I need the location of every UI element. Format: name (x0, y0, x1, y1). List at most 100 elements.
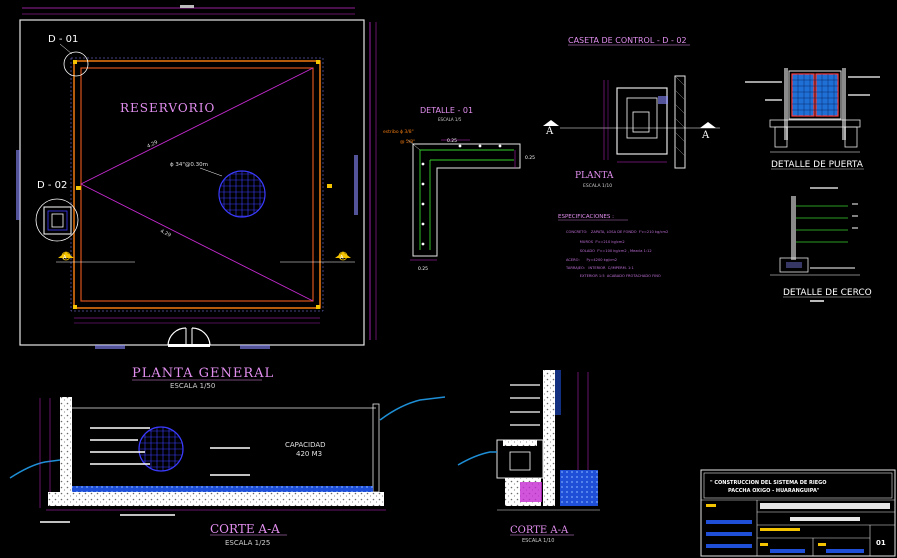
caseta-planta-scale: ESCALA 1/10 (583, 183, 612, 189)
detalle01-d3: 0.25 (418, 266, 428, 272)
detalle01-note1: estribo ϕ 3/8" (383, 129, 414, 135)
d01-marker-circle (63, 51, 89, 77)
caseta-box-outer (616, 87, 668, 155)
tb-blue-field (706, 520, 752, 524)
detalle01-d1: 0.25 (447, 138, 457, 144)
caseta-box-inner (626, 97, 658, 139)
door-frame (788, 70, 842, 120)
plan-top-dim-text (180, 5, 194, 8)
section-base-slab (48, 492, 384, 506)
project-line-1: " CONSTRUCCION DEL SISTEMA DE RIEGO (710, 480, 827, 486)
tb-yellow-field (760, 528, 800, 531)
reservoir-label: RESERVORIO (120, 101, 215, 115)
detalle-cerco-view: DETALLE DE CERCO (770, 187, 872, 302)
wall-hatch (674, 117, 686, 129)
specs-line: MUROS F'c=210 kg/cm2 (566, 240, 625, 244)
specifications-block: ESPECIFICACIONES : CONCRETO: ZAPATA, LOS… (558, 214, 668, 278)
caseta-terrain (457, 451, 497, 466)
sheet-number: 01 (876, 539, 886, 547)
caseta-mark-arrow-right (700, 122, 716, 128)
tb-blue-field (706, 544, 752, 548)
caseta-section-wall (543, 370, 555, 506)
detalle01-l-section (412, 143, 521, 257)
detalle-puerta-view: DETALLE DE PUERTA (745, 68, 880, 170)
reservoir-diagonal-bottom (80, 183, 314, 302)
rebar-dot (498, 144, 502, 148)
section-marker-left: A (56, 251, 135, 263)
caseta-section-pipe (555, 370, 561, 415)
corte-aa-reservoir-view: CAPACIDAD 420 M3 CORTE A-A ESCALA 1/25 (9, 396, 446, 547)
d01-leader (59, 43, 73, 55)
tb-yellow-field (706, 504, 716, 507)
wall-hatch (674, 103, 686, 115)
caseta-planta-title: PLANTA (575, 171, 614, 181)
reservoir-outer-wall (73, 60, 321, 309)
caseta-mark-right: A (701, 130, 710, 141)
specs-line: ACERO: Fy=4200 kg/cm2 (566, 258, 617, 262)
door-post-left (784, 68, 788, 140)
section-wall-left (60, 397, 72, 492)
circle-note-leader (199, 167, 223, 177)
title-block-frame (700, 469, 896, 557)
section-circle-hatched (138, 426, 184, 472)
caseta-mark-left: A (545, 126, 554, 137)
reservoir-circle-hatched (218, 170, 266, 218)
section-gravel-layer (72, 486, 373, 492)
corner-pin (73, 305, 77, 309)
section-wall-right (372, 403, 380, 493)
d02-marker-circle (35, 198, 79, 242)
title-block: " CONSTRUCCION DEL SISTEMA DE RIEGO PACC… (700, 469, 896, 557)
specs-line: TARRAJEO: INTERIOR C/IMPERM. 1:1 (565, 266, 634, 270)
caseta-wall (674, 75, 686, 169)
section-marker-right: A (280, 251, 355, 263)
puerta-title: DETALLE DE PUERTA (771, 160, 864, 170)
right-wall-mark (354, 155, 358, 215)
rebar-dot (421, 242, 425, 246)
tb-yellow-field (818, 543, 826, 546)
rebar-dot (421, 182, 425, 186)
side-pin (76, 186, 81, 190)
bottom-wall-mark-right (240, 345, 270, 349)
section-letter: A (63, 255, 67, 261)
rebar-dot (421, 202, 425, 206)
tb-blue-field (770, 549, 805, 553)
plan-scale: ESCALA 1/50 (170, 382, 215, 390)
detalle-01-view: DETALLE - 01 ESCALA 1/5 estribo ϕ 3/8" @… (383, 106, 535, 272)
caseta-section-pipe-fill (520, 482, 542, 502)
reservoir-diagonal-top (80, 67, 314, 185)
wall-hatch (674, 131, 686, 143)
fence-footing (779, 257, 809, 273)
tb-white-field (790, 517, 860, 521)
corte1-title: CORTE A-A (210, 522, 280, 536)
project-line-2: PACCHA OXIGO - HUARANGUIPA" (728, 488, 820, 494)
plan-general-view: 4.29 4.29 ϕ 34"@0.30m RESERVORIO (16, 5, 377, 390)
terrain-line-left (9, 459, 61, 479)
tb-yellow-field (760, 543, 768, 546)
left-wall-mark (16, 150, 20, 220)
door-base (769, 119, 861, 128)
reservoir-outline (70, 57, 324, 312)
cerco-scale-bar (810, 300, 824, 302)
wall-hatch (674, 75, 686, 87)
door-leaf-right (815, 73, 839, 117)
fence-footing-fill (786, 262, 802, 268)
caseta-section-valve (509, 451, 531, 471)
door-footing-left (774, 126, 788, 148)
plan-title: PLANTA GENERAL (132, 366, 274, 381)
specs-line: SOLADO F'c=100 kg/cm2 , Mezcla 1:12 (566, 249, 652, 253)
d02-label: D - 02 (37, 180, 67, 191)
corte1-scale: ESCALA 1/25 (225, 539, 270, 547)
d02-valve (51, 213, 64, 228)
caseta-section-lid (503, 440, 537, 446)
circle-note: ϕ 34"@0.30m (170, 162, 208, 168)
cerco-title: DETALLE DE CERCO (783, 288, 872, 298)
specs-line: EXTERIOR 1:5 ACABADO FROTACHADO FINO (566, 274, 661, 278)
door-footing-right (844, 126, 858, 148)
corte2-scale: ESCALA 1/10 (522, 538, 554, 544)
detalle01-scale: ESCALA 1/5 (438, 117, 462, 122)
caseta-pipe-stub (658, 96, 668, 104)
detalle01-note2: @ 5/8" (400, 139, 415, 145)
specs-line: CONCRETO: ZAPATA, LOSA DE FONDO F'c=210 … (566, 230, 668, 234)
rebar-dot (421, 162, 425, 166)
